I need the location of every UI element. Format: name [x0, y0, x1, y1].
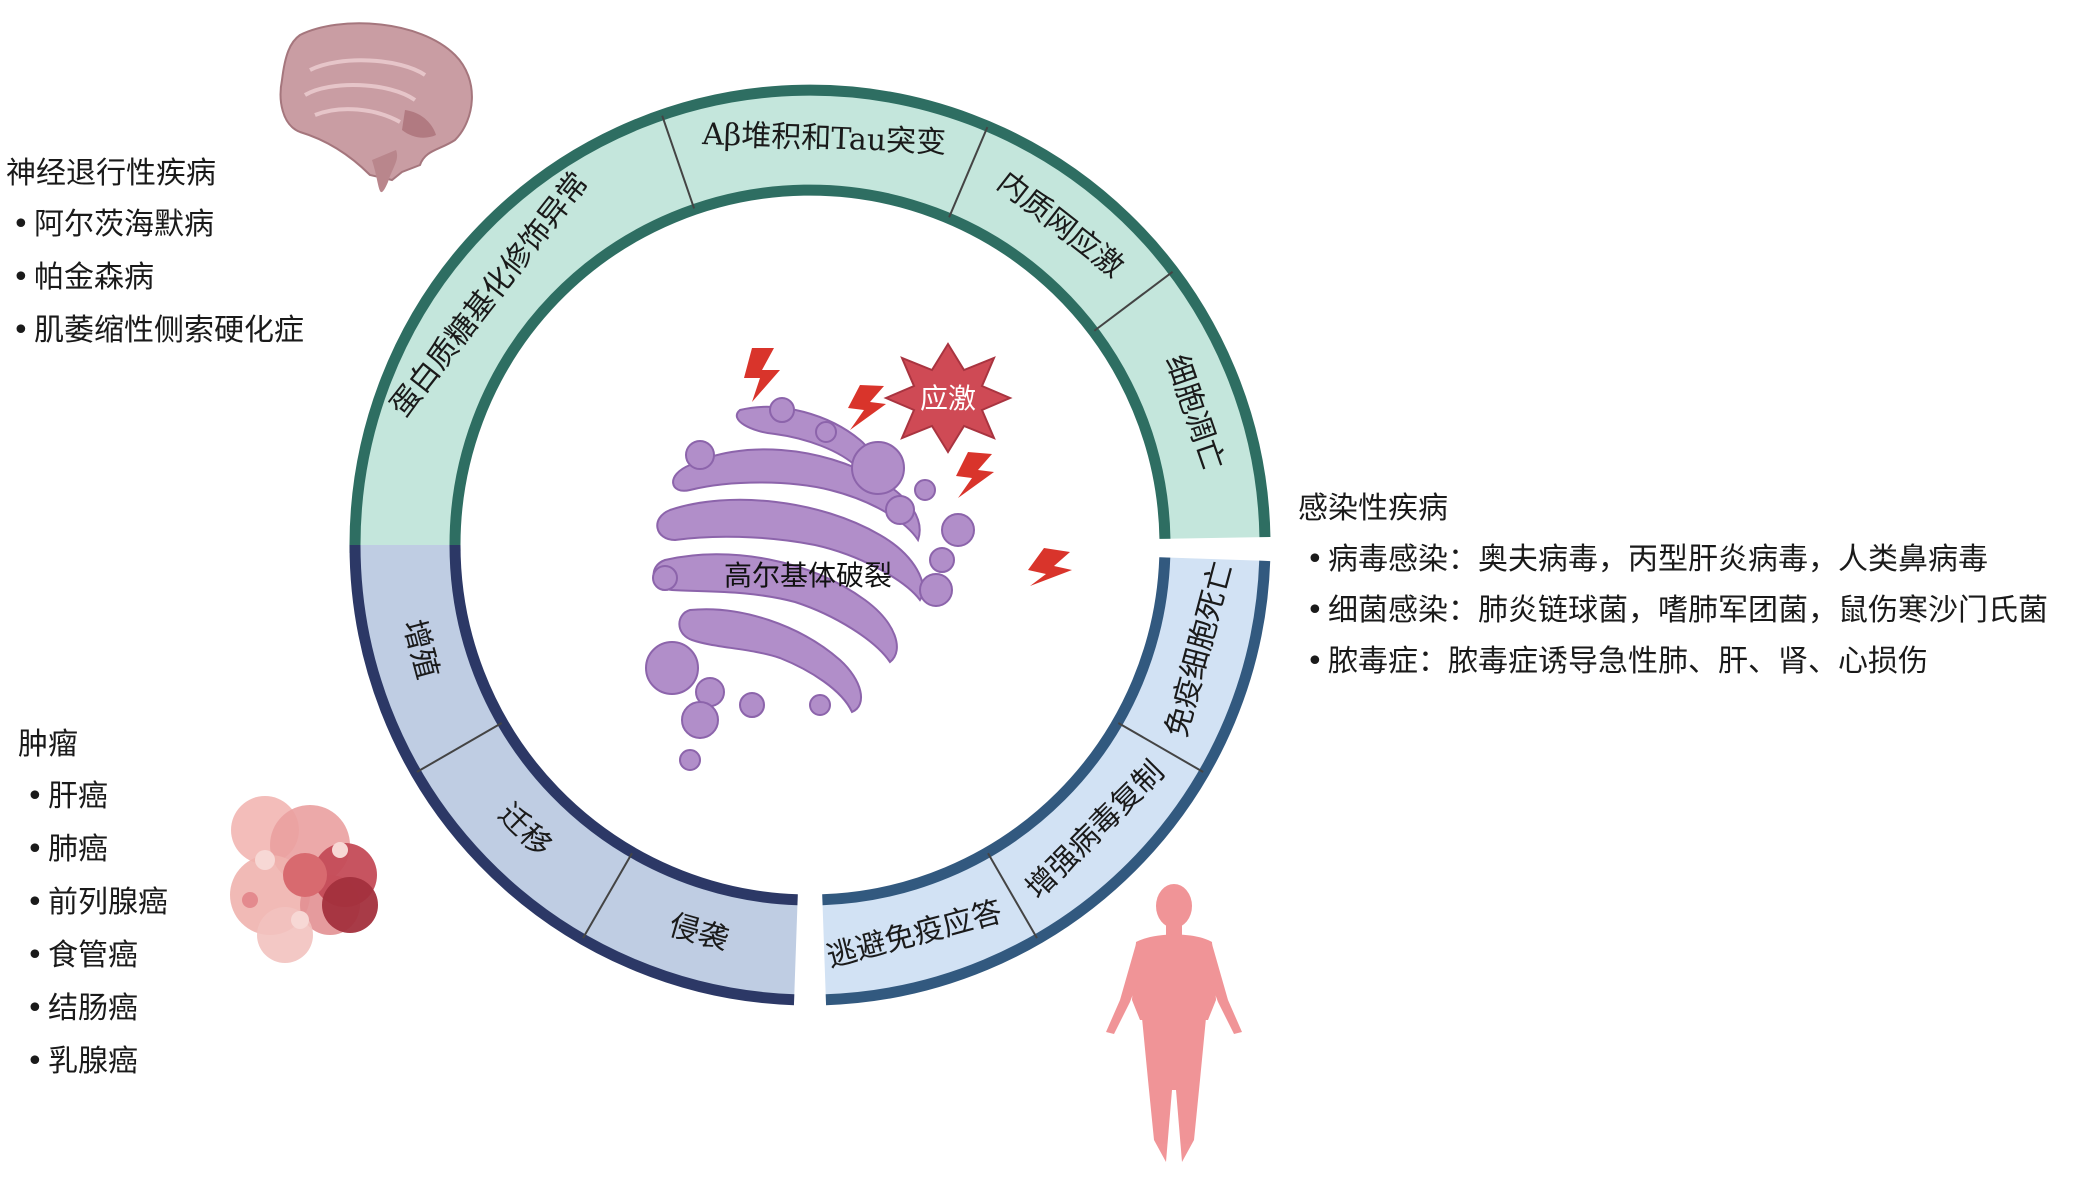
tumor-item: •乳腺癌 — [26, 1036, 138, 1080]
infection-group-title: 感染性疾病 — [1298, 491, 1448, 526]
bullet: • — [26, 991, 44, 1026]
infection-item: •病毒感染：奥夫病毒，丙型肝炎病毒，人类鼻病毒 — [1306, 534, 1988, 578]
neuro-item: •帕金森病 — [12, 252, 154, 296]
lightning-icon — [744, 348, 1072, 586]
ring-divider — [1117, 722, 1204, 773]
ring-divider — [416, 722, 503, 773]
infection-item-label: 病毒感染：奥夫病毒，丙型肝炎病毒，人类鼻病毒 — [1328, 542, 1988, 577]
tumor-item: •结肠癌 — [26, 983, 138, 1027]
tumor-item-label: 结肠癌 — [48, 991, 138, 1026]
bullet: • — [12, 207, 30, 242]
tumor-item-label: 肝癌 — [48, 779, 108, 814]
tumor-item: •食管癌 — [26, 930, 138, 974]
bullet: • — [12, 260, 30, 295]
infection-band — [822, 557, 1270, 1005]
bullet: • — [12, 313, 30, 348]
tumor-band — [349, 545, 798, 1005]
infection-item-label: 细菌感染：肺炎链球菌，嗜肺军团菌，鼠伤寒沙门氏菌 — [1328, 593, 2048, 628]
ring-divider — [582, 852, 633, 939]
tumor-outer-border — [349, 544, 795, 1006]
bullet: • — [1306, 644, 1324, 679]
brain-icon — [279, 22, 473, 193]
infection-item: •细菌感染：肺炎链球菌，嗜肺军团菌，鼠伤寒沙门氏菌 — [1306, 585, 2048, 629]
ring: 蛋白质糖基化修饰异常Aβ堆积和Tau突变内质网应激细胞凋亡增殖迁移侵袭逃避免疫应… — [349, 84, 1271, 1006]
infection-item-label: 脓毒症：脓毒症诱导急性肺、肝、肾、心损伤 — [1328, 644, 1928, 679]
neuro-band — [350, 85, 1270, 554]
bullet: • — [26, 938, 44, 973]
neuro-outer-border — [349, 84, 1271, 554]
neuro-item: •肌萎缩性侧索硬化症 — [12, 305, 304, 349]
ring-divider — [661, 115, 696, 209]
tumor-group-title: 肿瘤 — [18, 727, 78, 762]
neuro-item-label: 阿尔茨海默病 — [34, 207, 214, 242]
tumor-inner-border — [449, 544, 798, 906]
tumor-item: •肺癌 — [26, 824, 108, 868]
bullet: • — [1306, 593, 1324, 628]
neuro-group-title: 神经退行性疾病 — [6, 156, 216, 191]
tumor-item: •肝癌 — [26, 771, 108, 815]
bullet: • — [26, 885, 44, 920]
bullet: • — [26, 1044, 44, 1079]
ring-divider — [987, 852, 1038, 939]
ring-divider — [1093, 270, 1174, 332]
stress-label: 应激 — [920, 382, 976, 415]
tumor-item: •前列腺癌 — [26, 877, 168, 921]
stress-star-icon — [883, 342, 1013, 454]
infection-item: •脓毒症：脓毒症诱导急性肺、肝、肾、心损伤 — [1306, 636, 1928, 680]
neuro-item: •阿尔茨海默病 — [12, 199, 214, 243]
neuro-item-label: 肌萎缩性侧索硬化症 — [34, 313, 304, 348]
tumor-item-label: 乳腺癌 — [48, 1044, 138, 1079]
ring-label-neuro: Aβ堆积和Tau突变 — [701, 117, 947, 161]
tumor-item-label: 肺癌 — [48, 832, 108, 867]
tumor-cells-icon — [230, 796, 378, 963]
infection-outer-border — [825, 560, 1271, 1006]
bullet: • — [26, 779, 44, 814]
bullet: • — [26, 832, 44, 867]
infection-inner-border — [822, 557, 1171, 906]
neuro-inner-border — [449, 184, 1171, 552]
tumor-item-label: 食管癌 — [48, 938, 138, 973]
bullet: • — [1306, 542, 1324, 577]
golgi-icon — [645, 397, 975, 771]
tumor-item-label: 前列腺癌 — [48, 885, 168, 920]
golgi-label: 高尔基体破裂 — [724, 559, 892, 592]
neuro-item-label: 帕金森病 — [34, 260, 154, 295]
ring-divider — [948, 126, 989, 218]
human-body-icon — [1106, 884, 1242, 1162]
